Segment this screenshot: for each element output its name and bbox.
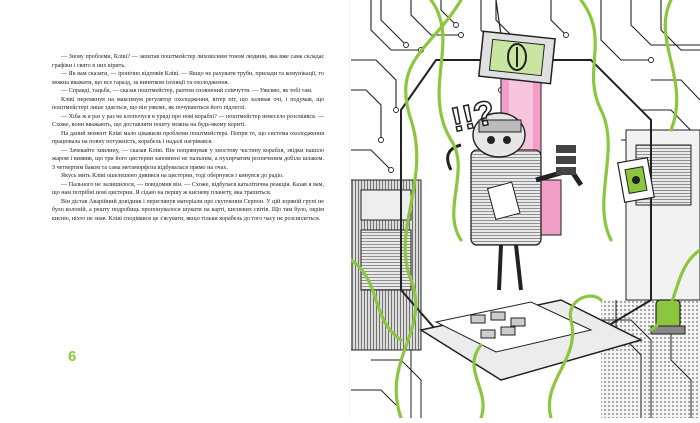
page-number: 6 xyxy=(68,348,77,365)
hanging-monitor xyxy=(477,0,556,85)
paragraph: — Знову проблеми, Кліві? — запитав поштм… xyxy=(52,54,324,69)
green-socket xyxy=(617,157,655,203)
paragraph: Якусь мить Кліві ошелешено дивився на ци… xyxy=(61,173,284,179)
green-lamp xyxy=(650,299,686,335)
paragraph: — Як вам сказати, — іронічно відповів Кл… xyxy=(52,71,324,86)
illustration-page: !!? xyxy=(349,0,700,420)
paragraph: На даний момент Кліві мало цікавили проб… xyxy=(52,130,324,146)
paragraph: Кліві перемкнув на максимум регулятор ох… xyxy=(52,96,324,112)
story-text: — Знову проблеми, Кліві? — запитав поштм… xyxy=(52,53,324,223)
paragraph: — Хіба ж я раз у раз не клопочуся в уряд… xyxy=(52,113,324,129)
robot-illustration: !!? xyxy=(349,0,700,420)
paragraph: Він дістав Аварійний довідник і переглян… xyxy=(52,198,324,222)
paragraph: — Зачекайте хвилину, — сказав Кліві. Він… xyxy=(52,147,324,171)
book-gutter xyxy=(349,0,351,418)
paragraph: — Справді, тацьба, — сказав поштмейстер,… xyxy=(61,88,313,94)
robot-figure xyxy=(446,112,584,291)
paragraph: — Пального не залишилося, — повідомив ві… xyxy=(52,181,324,197)
text-page: — Знову проблеми, Кліві? — запитав поштм… xyxy=(0,0,350,418)
green-cables xyxy=(349,0,700,420)
